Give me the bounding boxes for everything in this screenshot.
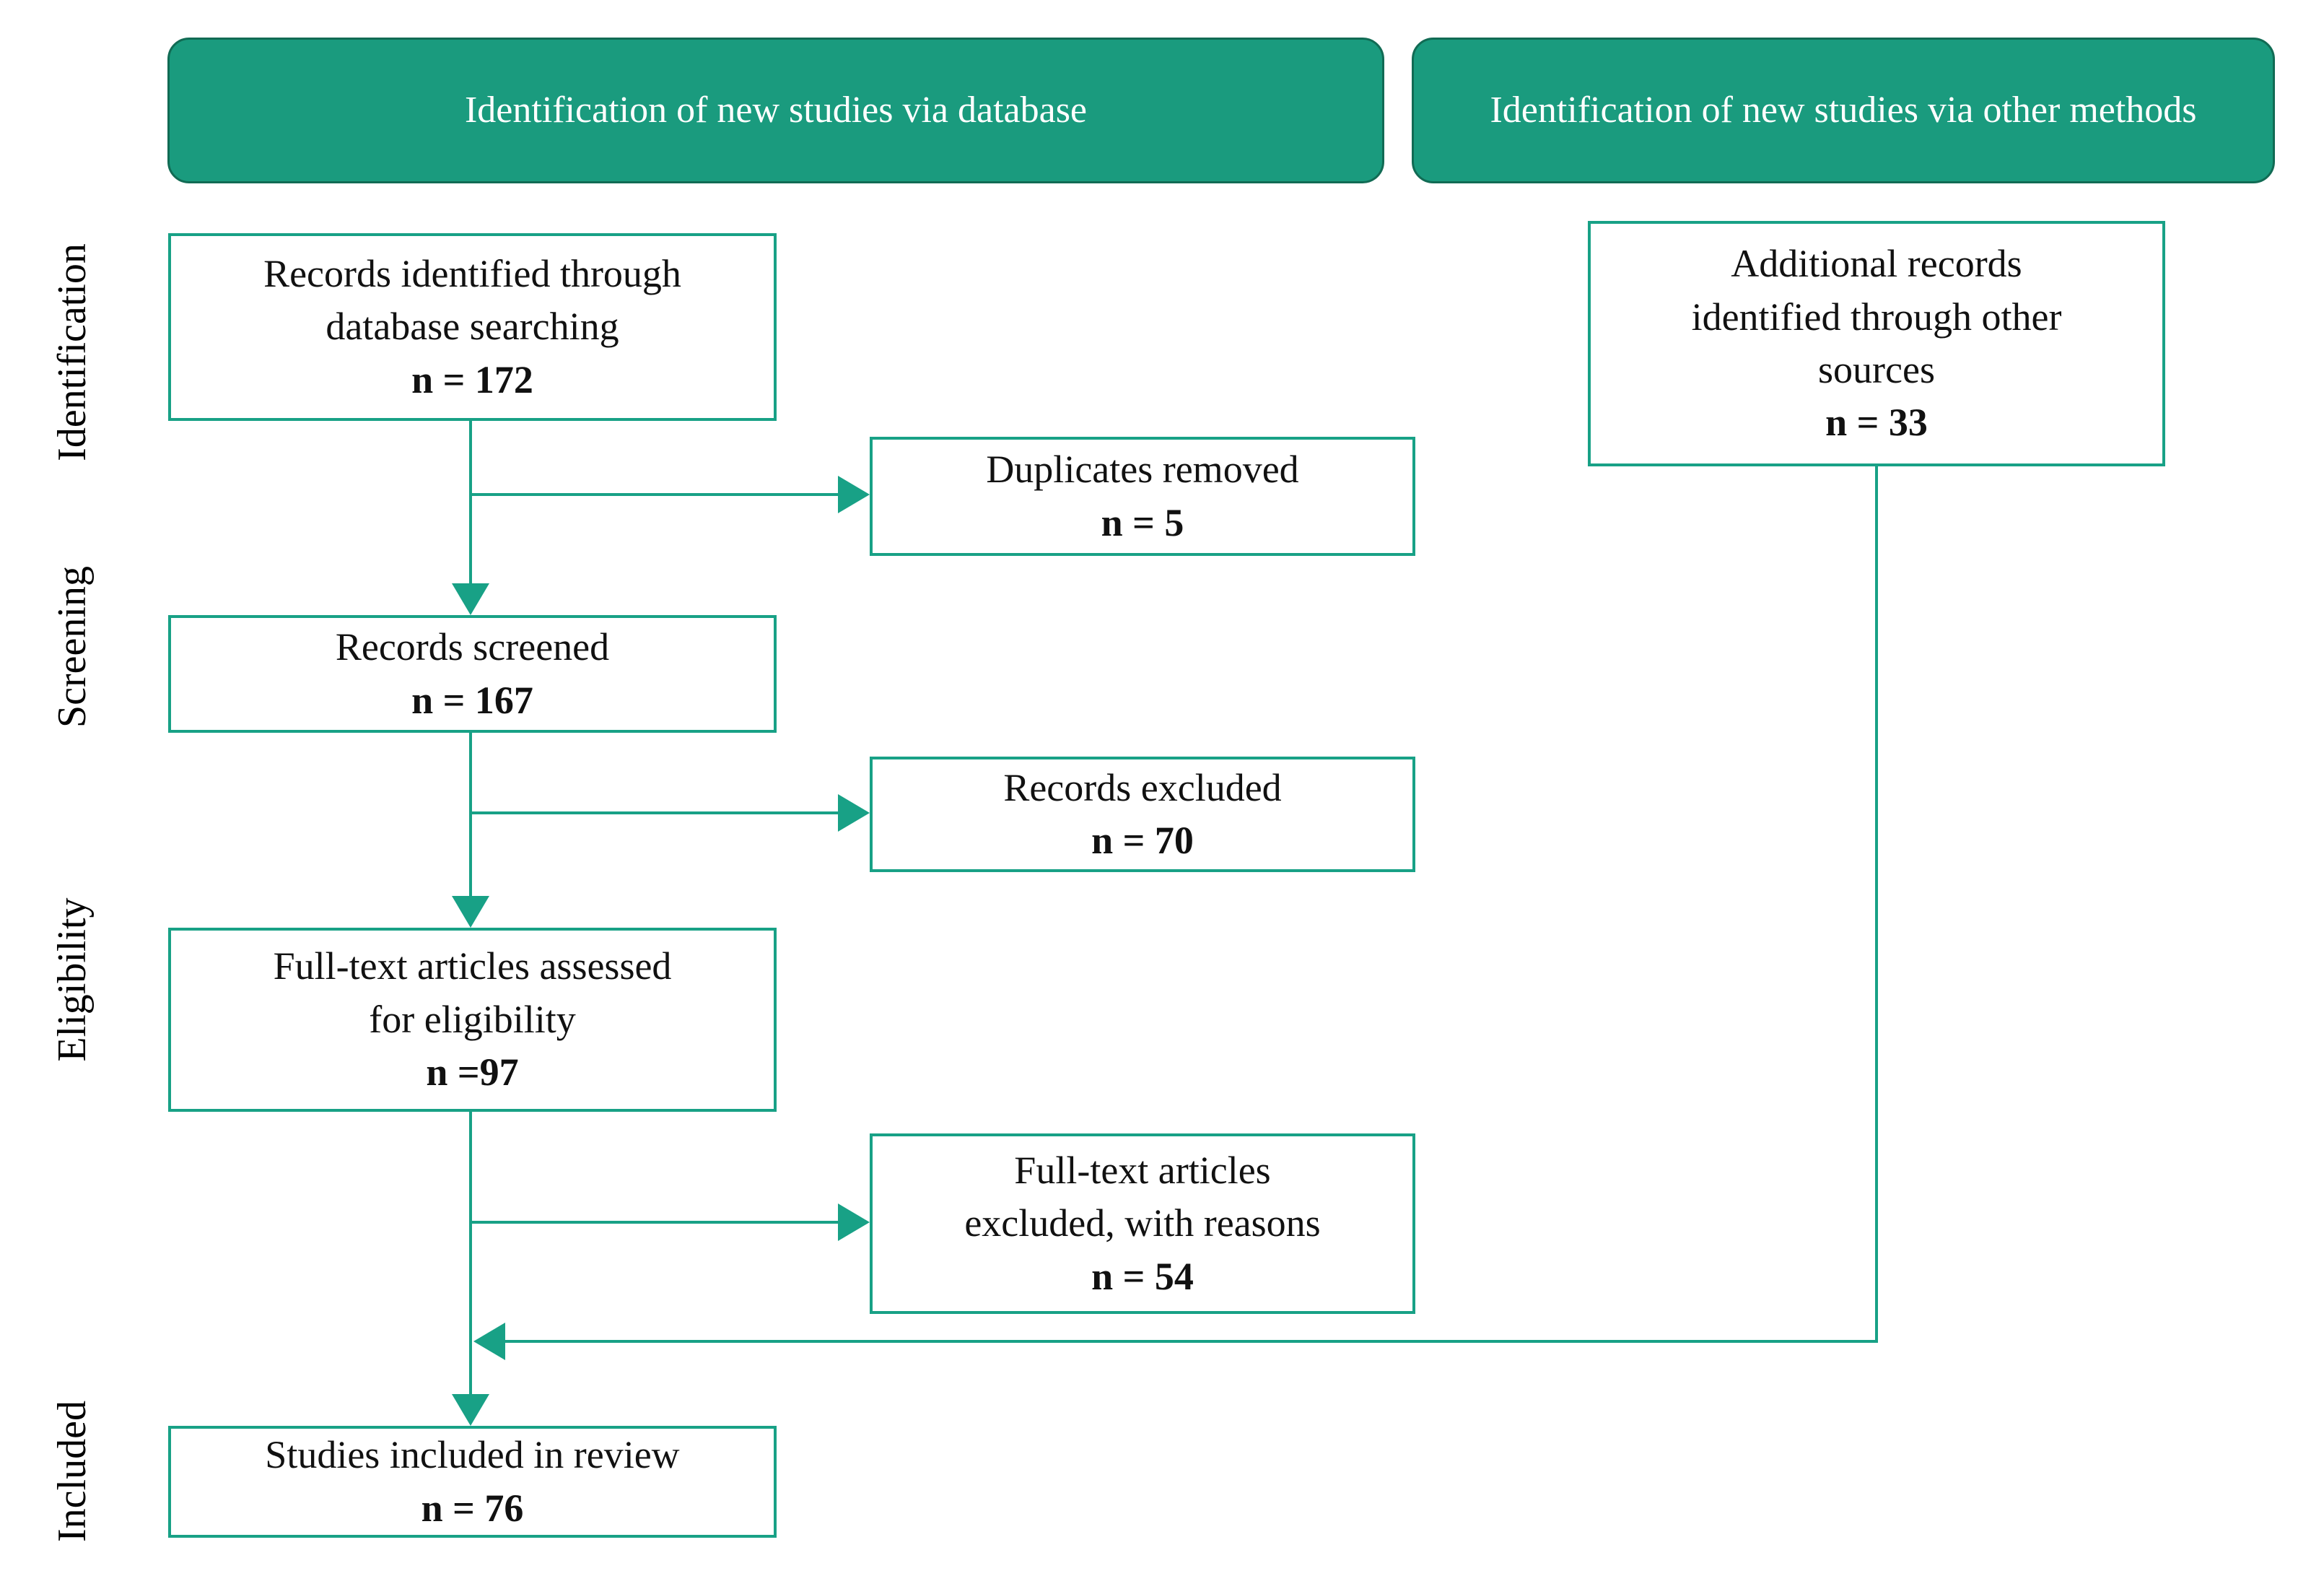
box-records-identified-line1: Records identified through [263, 251, 681, 295]
box-records-excluded-count: n = 70 [1091, 819, 1194, 862]
header-other-methods-label: Identification of new studies via other … [1490, 90, 2197, 131]
connector-to-records-excluded [471, 811, 839, 814]
box-fulltext-assessed-count: n =97 [426, 1050, 519, 1094]
box-additional-records-line3: sources [1818, 348, 1935, 391]
box-records-identified-count: n = 172 [411, 357, 533, 401]
stage-label-identification: Identification [50, 243, 95, 461]
connector-screened-to-fulltext [469, 733, 472, 899]
box-records-excluded-line1: Records excluded [1003, 765, 1282, 809]
box-fulltext-assessed-line1: Full-text articles assessed [273, 944, 672, 988]
header-database: Identification of new studies via databa… [167, 38, 1384, 183]
box-fulltext-assessed: Full-text articles assessed for eligibil… [168, 928, 777, 1112]
arrowhead-into-fulltext-excluded [838, 1203, 870, 1241]
arrowhead-into-fulltext-assessed [452, 896, 489, 928]
header-other-methods: Identification of new studies via other … [1412, 38, 2275, 183]
box-records-screened: Records screened n = 167 [168, 615, 777, 733]
box-fulltext-excluded-line1: Full-text articles [1014, 1148, 1271, 1192]
connector-to-fulltext-excluded [471, 1221, 839, 1224]
box-fulltext-assessed-line2: for eligibility [369, 997, 576, 1041]
box-duplicates-removed-count: n = 5 [1101, 500, 1184, 544]
box-fulltext-excluded-line2: excluded, with reasons [964, 1201, 1321, 1245]
header-database-label: Identification of new studies via databa… [464, 90, 1088, 131]
box-additional-records: Additional records identified through ot… [1588, 221, 2165, 466]
box-fulltext-excluded: Full-text articles excluded, with reason… [870, 1133, 1415, 1314]
arrowhead-into-records-excluded [838, 794, 870, 832]
box-records-excluded: Records excluded n = 70 [870, 757, 1415, 872]
box-duplicates-removed-line1: Duplicates removed [986, 448, 1299, 492]
stage-label-eligibility: Eligibility [50, 897, 95, 1062]
connector-identified-to-screened [469, 421, 472, 585]
box-duplicates-removed: Duplicates removed n = 5 [870, 437, 1415, 556]
stage-label-screening: Screening [50, 566, 95, 728]
stage-label-included: Included [50, 1401, 95, 1542]
box-additional-records-line2: identified through other [1691, 295, 2062, 339]
box-studies-included-count: n = 76 [421, 1486, 524, 1530]
box-records-identified-line2: database searching [326, 305, 619, 349]
box-records-identified: Records identified through database sear… [168, 233, 777, 421]
connector-fulltext-to-included [469, 1112, 472, 1397]
box-fulltext-excluded-count: n = 54 [1091, 1254, 1194, 1298]
arrowhead-into-duplicates-removed [838, 476, 870, 513]
arrowhead-additional-into-main-flow [473, 1323, 505, 1360]
connector-to-duplicates-removed [471, 493, 839, 496]
box-studies-included: Studies included in review n = 76 [168, 1426, 777, 1538]
arrowhead-into-records-screened [452, 583, 489, 615]
box-records-screened-count: n = 167 [411, 678, 533, 722]
connector-additional-records-down [1875, 466, 1878, 1343]
arrowhead-into-studies-included [452, 1394, 489, 1426]
box-additional-records-count: n = 33 [1825, 401, 1928, 445]
connector-additional-records-left [504, 1340, 1878, 1343]
box-studies-included-line1: Studies included in review [265, 1433, 680, 1477]
box-additional-records-line1: Additional records [1731, 242, 2022, 286]
box-records-screened-line1: Records screened [335, 625, 610, 669]
